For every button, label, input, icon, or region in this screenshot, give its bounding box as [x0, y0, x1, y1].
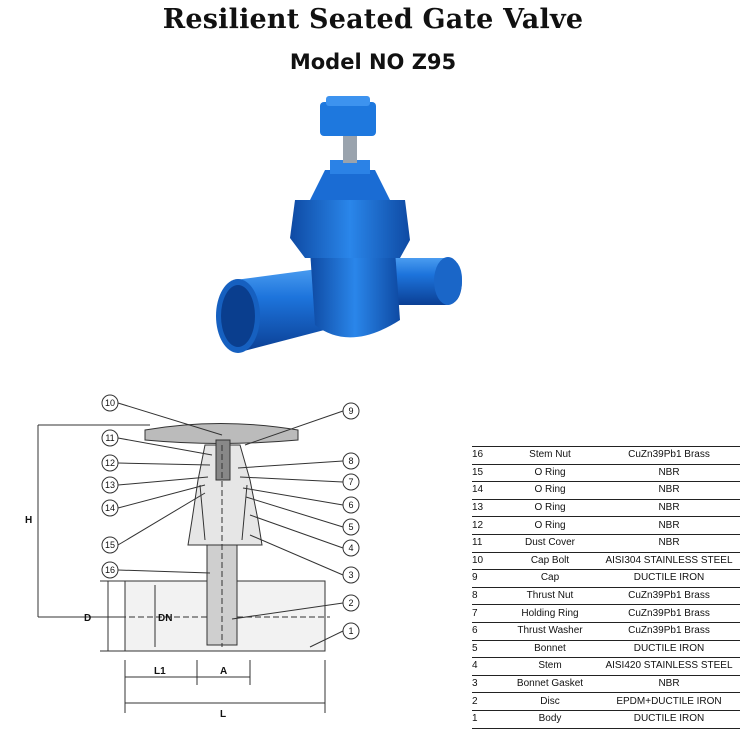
- part-no-cell: 4: [472, 657, 502, 676]
- part-name-cell: O Ring: [502, 516, 598, 535]
- part-name-cell: Thrust Nut: [502, 586, 598, 605]
- valve-product-image: [216, 96, 462, 353]
- part-name-cell: Bonnet: [502, 639, 598, 658]
- callout-6: 6: [348, 500, 353, 510]
- part-no-cell: 11: [472, 533, 502, 553]
- dim-DN: DN: [158, 613, 172, 624]
- part-name-cell: Body: [502, 709, 598, 729]
- technical-drawing: 10 11 12 13 14 15 16 9 8 7 6 5 4 3 2 1 H…: [25, 394, 360, 720]
- part-name-cell: Disc: [502, 692, 598, 711]
- part-no-cell: 7: [472, 604, 502, 623]
- part-no-cell: 16: [472, 446, 502, 465]
- dim-H: H: [25, 515, 32, 526]
- part-name-cell: O Ring: [502, 463, 598, 482]
- part-no-cell: 6: [472, 621, 502, 641]
- part-material-cell: NBR: [598, 498, 740, 517]
- callout-13: 13: [105, 480, 115, 490]
- part-no-cell: 9: [472, 569, 502, 588]
- callout-11: 11: [105, 433, 114, 443]
- dim-L: L: [220, 709, 226, 720]
- callout-2: 2: [348, 598, 353, 608]
- dim-A: A: [220, 666, 227, 677]
- callout-10: 10: [105, 398, 115, 408]
- part-name-cell: Cap: [502, 569, 598, 588]
- callout-14: 14: [105, 503, 115, 513]
- part-material-cell: EPDM+DUCTILE IRON: [598, 692, 740, 711]
- callout-8: 8: [348, 456, 353, 466]
- part-no-cell: 3: [472, 674, 502, 693]
- page-title: Resilient Seated Gate Valve: [162, 4, 584, 35]
- part-material-cell: CuZn39Pb1 Brass: [598, 446, 740, 465]
- part-material-cell: DUCTILE IRON: [598, 639, 740, 658]
- part-name-cell: Stem Nut: [502, 446, 598, 465]
- part-material-cell: DUCTILE IRON: [598, 569, 740, 588]
- callout-9: 9: [348, 406, 353, 416]
- callout-7: 7: [348, 477, 353, 487]
- part-material-cell: AISI304 STAINLESS STEEL: [598, 551, 740, 570]
- part-material-cell: NBR: [598, 533, 740, 553]
- part-name-cell: Stem: [502, 657, 598, 676]
- part-material-cell: NBR: [598, 516, 740, 535]
- dim-D: D: [84, 613, 91, 624]
- part-material-cell: AISI420 STAINLESS STEEL: [598, 657, 740, 676]
- part-no-cell: 2: [472, 692, 502, 711]
- part-material-cell: CuZn39Pb1 Brass: [598, 604, 740, 623]
- part-no-cell: 10: [472, 551, 502, 570]
- part-no-cell: 14: [472, 481, 502, 500]
- part-name-cell: Dust Cover: [502, 533, 598, 553]
- callout-12: 12: [105, 458, 115, 468]
- part-no-cell: 15: [472, 463, 502, 482]
- callout-15: 15: [105, 540, 115, 550]
- part-material-cell: NBR: [598, 463, 740, 482]
- callout-5: 5: [348, 522, 353, 532]
- part-name-cell: O Ring: [502, 481, 598, 500]
- part-name-cell: Holding Ring: [502, 604, 598, 623]
- part-material-cell: NBR: [598, 674, 740, 693]
- dim-L1: L1: [154, 666, 166, 677]
- model-number: Model NO Z95: [289, 50, 457, 74]
- part-name-cell: Bonnet Gasket: [502, 674, 598, 693]
- callout-16: 16: [105, 565, 115, 575]
- part-no-cell: 13: [472, 498, 502, 517]
- callout-1: 1: [348, 626, 353, 636]
- part-material-cell: NBR: [598, 481, 740, 500]
- part-material-cell: DUCTILE IRON: [598, 709, 740, 729]
- part-no-cell: 8: [472, 586, 502, 605]
- part-no-cell: 5: [472, 639, 502, 658]
- part-name-cell: O Ring: [502, 498, 598, 517]
- callout-4: 4: [348, 543, 353, 553]
- part-name-cell: Thrust Washer: [502, 621, 598, 641]
- part-material-cell: CuZn39Pb1 Brass: [598, 586, 740, 605]
- part-no-cell: 1: [472, 709, 502, 729]
- part-name-cell: Cap Bolt: [502, 551, 598, 570]
- part-no-cell: 12: [472, 516, 502, 535]
- part-material-cell: CuZn39Pb1 Brass: [598, 621, 740, 641]
- callout-3: 3: [348, 570, 353, 580]
